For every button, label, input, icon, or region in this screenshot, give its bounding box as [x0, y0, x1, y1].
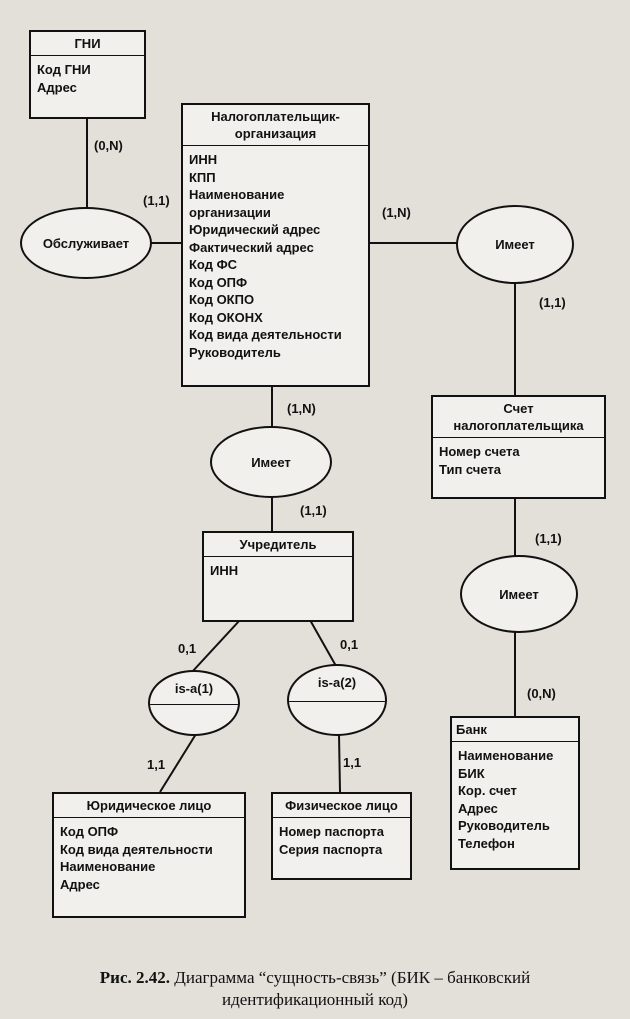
entity-bank-attribute: Адрес [458, 800, 498, 816]
rel-serves: Обслуживает [20, 207, 152, 279]
entity-taxpayer-attribute: КПП [189, 169, 216, 185]
entity-founder-attributes: ИНН [204, 557, 352, 585]
entity-gni-attributes: Код ГНИ Адрес [31, 56, 144, 101]
entity-taxpayer-attribute: ИНН [189, 152, 218, 167]
figure-caption-line1: Рис. 2.42. Диаграмма “сущность-связь” (Б… [0, 967, 630, 989]
entity-legal-title: Юридическое лицо [54, 794, 244, 818]
entity-bank-title: Банк [452, 718, 578, 742]
entity-taxpayer-attribute: Наименование [189, 187, 285, 202]
entity-legal-attribute: Наименование [60, 859, 156, 874]
entity-legal-attribute: Код вида деятельности [60, 841, 213, 857]
entity-bank-attribute: БИК [458, 765, 485, 781]
entity-taxpayer-title: Налогоплательщик- организация [183, 105, 368, 146]
card-taxpayer-serves: (1,1) [143, 193, 170, 208]
card-founder-isa1: 0,1 [178, 641, 197, 656]
entity-account-attribute: Номер счета [439, 444, 520, 459]
figure-caption-line2: идентификационный код) [222, 990, 408, 1009]
entity-taxpayer-attribute: Код ОКПО [189, 292, 255, 307]
entity-taxpayer-attribute: Юридический адрес [189, 222, 321, 237]
entity-founder: Учредитель ИНН [202, 531, 354, 622]
line-founder-isa1 [191, 619, 241, 673]
entity-legal-attribute: Код ОПФ [60, 824, 119, 839]
card-taxpayer-has-founder: (1,N) [287, 401, 316, 416]
entity-gni-attribute: Код ГНИ [37, 62, 91, 77]
rel-has-founder: Имеет [210, 426, 332, 498]
entity-gni-attribute: Адрес [37, 79, 77, 95]
card-founder-has: (1,1) [300, 503, 327, 518]
line-isa1-legal [159, 733, 197, 793]
entity-bank-attribute: Телефон [458, 835, 515, 851]
entity-account-title-line1: Счет [503, 401, 534, 416]
card-legal-isa1: 1,1 [147, 757, 166, 772]
card-physical-isa2: 1,1 [343, 755, 362, 770]
card-bank-has: (0,N) [527, 686, 556, 701]
rel-isa2: is-a(2) [287, 664, 387, 736]
entity-taxpayer-title-line2: организация [234, 126, 317, 141]
rel-isa1-label: is-a(1) [174, 681, 214, 696]
figure-caption: Рис. 2.42. Диаграмма “сущность-связь” (Б… [0, 967, 630, 1011]
entity-bank-attribute: Кор. счет [458, 783, 517, 798]
entity-taxpayer-attribute: Руководитель [189, 344, 281, 360]
figure-number: Рис. 2.42. [99, 968, 171, 987]
entity-legal: Юридическое лицо Код ОПФ Код вида деятель… [52, 792, 246, 918]
entity-founder-title: Учредитель [204, 533, 352, 557]
entity-gni: ГНИ Код ГНИ Адрес [29, 30, 146, 119]
entity-account-title-line2: налогоплательщика [453, 418, 584, 433]
card-account-bank-has: (1,1) [535, 531, 562, 546]
entity-physical-title: Физическое лицо [273, 794, 410, 818]
figure-caption-text1: Диаграмма “сущность-связь” (БИК – банков… [170, 968, 531, 987]
entity-taxpayer-attribute: Код ОКОНХ [189, 309, 263, 325]
entity-taxpayer-attribute: организации [189, 204, 271, 220]
entity-gni-title: ГНИ [31, 32, 144, 56]
entity-bank-attribute: Наименование [458, 748, 554, 763]
entity-bank-attribute: Руководитель [458, 818, 550, 833]
entity-taxpayer-attribute: Код вида деятельности [189, 327, 342, 342]
entity-physical-attribute: Серия паспорта [279, 841, 383, 857]
rel-isa2-label: is-a(2) [317, 675, 357, 690]
line-founder-isa2 [309, 619, 337, 667]
rel-isa1: is-a(1) [148, 670, 240, 736]
entity-taxpayer-attribute: Код ФС [189, 257, 238, 272]
card-taxpayer-has-account: (1,N) [382, 205, 411, 220]
rel-isa1-divider [150, 704, 238, 706]
entity-taxpayer-attribute: Код ОПФ [189, 274, 248, 290]
card-gni-serves: (0,N) [94, 138, 123, 153]
card-founder-isa2: 0,1 [340, 637, 359, 652]
entity-taxpayer-title-line1: Налогоплательщик- [211, 109, 340, 124]
line-isa2-physical [338, 733, 341, 793]
entity-account-attribute: Тип счета [439, 461, 501, 477]
rel-bank-has: Имеет [460, 555, 578, 633]
entity-legal-attribute: Адрес [60, 876, 100, 892]
rel-isa2-divider [289, 701, 385, 703]
entity-founder-attribute: ИНН [210, 563, 239, 578]
rel-has-account: Имеет [456, 205, 574, 284]
entity-taxpayer-attribute: Фактический адрес [189, 239, 314, 255]
card-account-has: (1,1) [539, 295, 566, 310]
entity-taxpayer: Налогоплательщик- организация ИНН КПП Наим… [181, 103, 370, 387]
entity-physical-attribute: Номер паспорта [279, 824, 385, 839]
entity-account-title: Счет налогоплательщика [433, 397, 604, 438]
